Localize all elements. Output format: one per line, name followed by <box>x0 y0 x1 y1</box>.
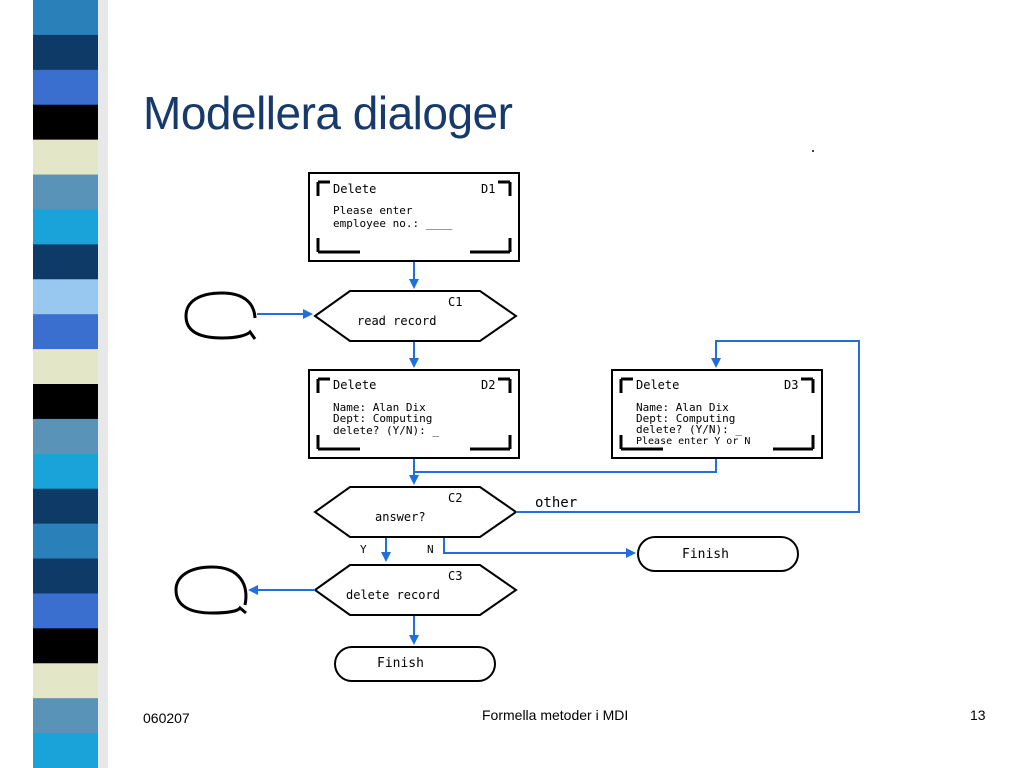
dialog-box-d3: Delete D3 Name: Alan Dix Dept: Computing… <box>611 369 823 459</box>
stripe-segment <box>33 104 98 141</box>
d1-line1: Please enter <box>333 204 413 217</box>
arrow-c2-other-to-d3 <box>516 340 860 513</box>
stripe-segment <box>33 139 98 176</box>
d1-title: Delete <box>333 182 376 196</box>
c2-other-label: other <box>535 495 577 511</box>
condition-hexagon-c2: C2 answer? other Y N <box>313 486 577 556</box>
subdialog-loop-icon-c1 <box>184 291 257 340</box>
stripe-segment <box>33 0 98 36</box>
flow-arrows <box>248 262 860 645</box>
d2-line1: Name: Alan Dix <box>333 401 426 414</box>
stripe-segment <box>33 698 98 735</box>
stripe-segment <box>33 69 98 106</box>
footer-date: 060207 <box>143 710 190 726</box>
stripe-segment <box>33 279 98 316</box>
d3-line1: Name: Alan Dix <box>636 401 729 414</box>
d2-line2: Dept: Computing <box>333 412 432 425</box>
stripe-segment <box>33 384 98 420</box>
stripe-segment <box>33 523 98 560</box>
c2-label: answer? <box>375 510 426 524</box>
stripe-segment <box>33 593 98 630</box>
d2-title: Delete <box>333 378 376 392</box>
c2-y-label: Y <box>360 543 367 556</box>
condition-hexagon-c1: C1 read record <box>313 290 518 342</box>
finish-2-label: Finish <box>377 656 424 671</box>
d2-line3: delete? (Y/N): _ <box>333 424 439 437</box>
finish-terminal-1: Finish <box>637 536 799 572</box>
condition-hexagon-c3: C3 delete record <box>313 564 518 616</box>
d3-line2: Dept: Computing <box>636 412 735 425</box>
subdialog-loop-icon-c3 <box>174 565 248 615</box>
dialog-box-d2: Delete D2 Name: Alan Dix Dept: Computing… <box>308 369 520 459</box>
d1-id: D1 <box>481 182 495 196</box>
stripe-segment <box>33 314 98 351</box>
stripe-shadow <box>98 0 108 768</box>
stripe-segment <box>33 174 98 211</box>
c1-label: read record <box>357 314 436 328</box>
d3-title: Delete <box>636 378 679 392</box>
stripe-segment <box>33 453 98 490</box>
c3-id: C3 <box>448 569 462 583</box>
stray-dot <box>812 150 814 152</box>
dialog-box-d1: Delete D1 Please enter employee no.: ___… <box>308 172 520 262</box>
d2-id: D2 <box>481 378 495 392</box>
arrow-c2-n-to-finish <box>443 538 636 558</box>
c2-n-label: N <box>427 543 434 556</box>
stripe-segment <box>33 209 98 246</box>
c1-id: C1 <box>448 295 462 309</box>
stripe-segment <box>33 628 98 665</box>
d3-line4: Please enter Y or N <box>636 436 750 447</box>
stripe-segment <box>33 418 98 455</box>
finish-terminal-2: Finish <box>334 646 496 682</box>
d3-id: D3 <box>784 378 798 392</box>
stripe-segment <box>33 488 98 525</box>
c2-id: C2 <box>448 491 462 505</box>
footer-course-title: Formella metoder i MDI <box>482 707 629 723</box>
page-title: Modellera dialoger <box>143 87 513 139</box>
c3-label: delete record <box>346 588 440 602</box>
stripe-segment <box>33 733 98 768</box>
d3-line3: delete? (Y/N): _ <box>636 423 742 436</box>
arrow-d3-to-c2 <box>414 459 717 473</box>
stripe-segment <box>33 558 98 595</box>
footer-page-number: 13 <box>970 707 986 723</box>
stripe-segment <box>33 663 98 700</box>
d1-line2: employee no.: ____ <box>333 217 453 230</box>
stripe-segment <box>33 34 98 71</box>
finish-1-label: Finish <box>682 547 729 562</box>
decorative-stripe-band <box>33 0 108 768</box>
stripe-segment <box>33 349 98 385</box>
stripe-segment <box>33 244 98 281</box>
